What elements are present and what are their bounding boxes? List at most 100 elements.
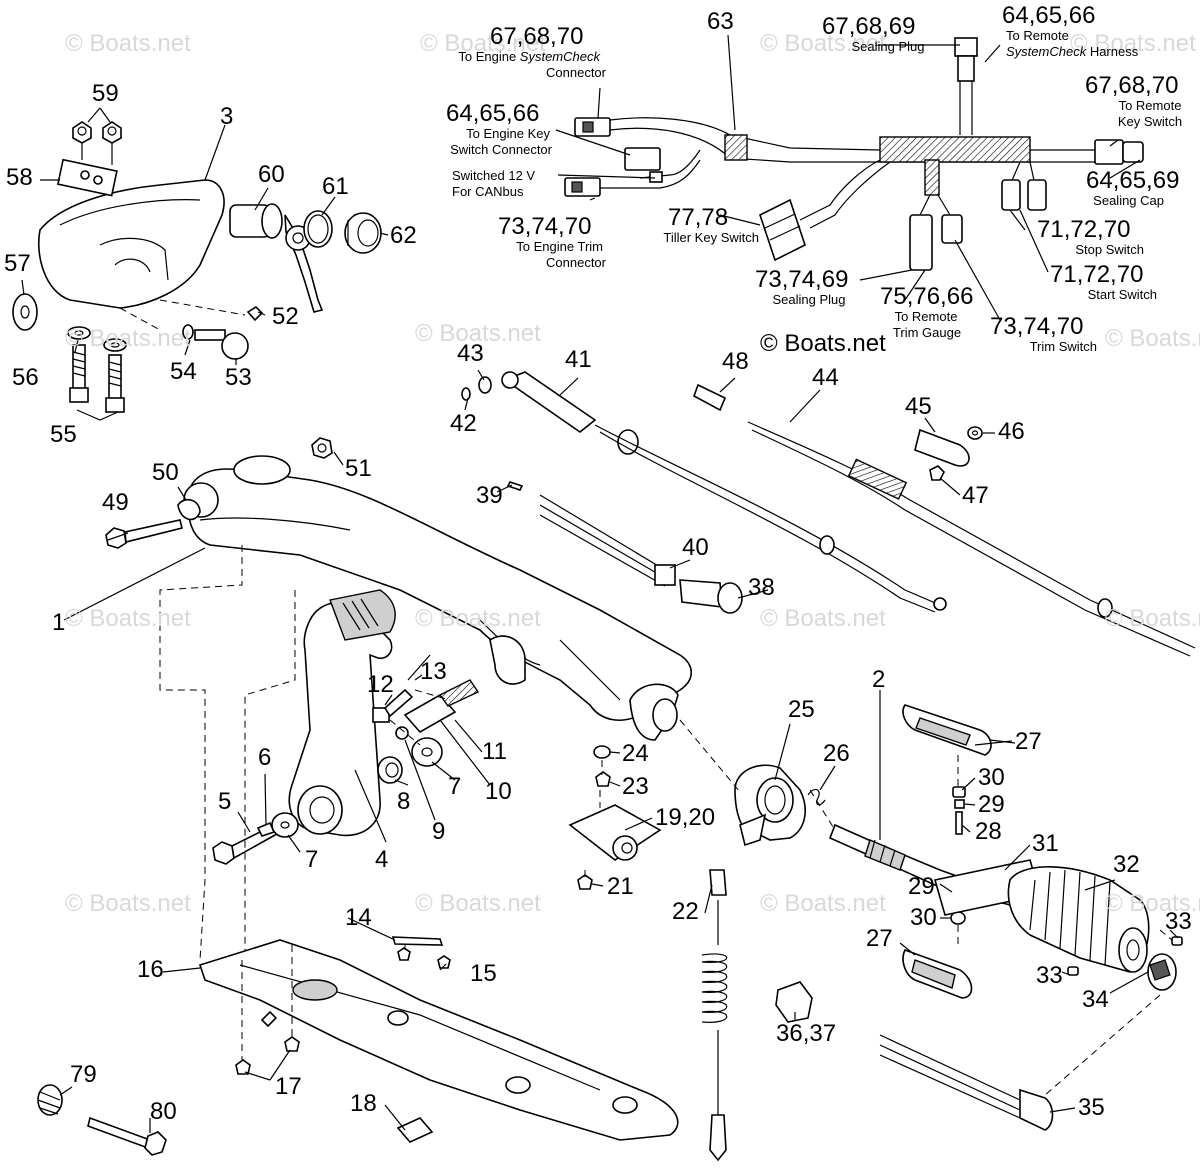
housing-part-25 [734, 764, 806, 847]
screw-part-47 [929, 465, 945, 481]
callout-caption: For CANbus [452, 184, 524, 199]
callout-number: 67,68,70 [490, 23, 584, 50]
callout-caption: Trim Gauge [892, 325, 962, 340]
part-number-34: 34 [1082, 986, 1109, 1013]
part-number-61: 61 [322, 173, 349, 200]
part-number-33a: 33 [1165, 908, 1192, 935]
connector-engine-systemcheck [574, 117, 611, 137]
callout-caption: Start Switch [1087, 287, 1157, 302]
callout-stop-switch: 71,72,70 Stop Switch [1037, 218, 1147, 258]
connector-engine-key [624, 147, 661, 171]
part-number-32: 32 [1113, 851, 1140, 878]
watermark: © Boats.net [1105, 325, 1200, 352]
callout-number: 67,68,69 [822, 13, 916, 40]
callout-caption: Sealing Plug [851, 39, 925, 54]
part-number-3: 3 [220, 103, 234, 130]
cover-part-27-top [902, 704, 992, 756]
part-number-22: 22 [672, 898, 699, 925]
ball-part-9 [395, 726, 409, 740]
part-number-56: 56 [12, 364, 39, 391]
part-number-18: 18 [350, 1090, 377, 1117]
callout-caption: To Remote [894, 309, 958, 324]
part-number-2: 2 [872, 666, 886, 693]
clip-part-54 [182, 324, 194, 340]
connector-switched-12v [649, 171, 663, 183]
nut-part-62 [344, 212, 382, 254]
part-number-49: 49 [102, 489, 129, 516]
part-number-35: 35 [1078, 1094, 1105, 1121]
connectors-trim [909, 214, 963, 271]
callout-remote-trim-gauge: 75,76,66 To Remote Trim Gauge [880, 285, 995, 341]
callout-trim-switch: 73,74,70 Trim Switch [990, 315, 1105, 355]
callout-number: 73,74,70 [990, 313, 1084, 340]
part-number-41: 41 [565, 346, 592, 373]
wires-part-35 [879, 1034, 1054, 1131]
callout-caption: Sealing Plug [772, 292, 846, 307]
watermark: © Boats.net [415, 320, 541, 347]
part-number-60: 60 [258, 161, 285, 188]
screw-part-52 [246, 305, 264, 322]
callout-caption: Sealing Cap [1093, 193, 1164, 208]
part-number-30b: 30 [910, 904, 937, 931]
screws-part-55 [69, 344, 125, 413]
part-number-25: 25 [788, 696, 815, 723]
part-number-27b: 27 [866, 925, 893, 952]
callout-number: 73,74,70 [498, 213, 592, 240]
watermark: © Boats.net [65, 325, 191, 352]
part-number-58: 58 [6, 164, 33, 191]
watermark: © Boats.net [1105, 890, 1200, 917]
part-number-59: 59 [92, 80, 119, 107]
callout-engine-key-switch: 64,65,66 To Engine Key Switch Connector [440, 102, 555, 158]
part-number-54: 54 [170, 358, 197, 385]
spring-part-29-top [954, 799, 965, 809]
callout-number: 75,76,66 [880, 283, 974, 310]
callout-number: 71,72,70 [1037, 216, 1131, 243]
callout-number: 64,65,66 [1002, 2, 1096, 29]
caption-text: Harness [1086, 44, 1139, 59]
callout-number: 64,65,69 [1086, 167, 1180, 194]
part-number-19-20: 19,20 [655, 804, 716, 831]
grip-part-32 [1007, 866, 1150, 973]
callout-sealing-cap: 64,65,69 Sealing Cap [1086, 169, 1196, 209]
o-ring-part-61 [303, 210, 333, 248]
callout-caption: Key Switch [1117, 114, 1183, 129]
watermark: © Boats.net [1105, 605, 1200, 632]
watermark: © Boats.net [65, 30, 191, 57]
part-number-15: 15 [470, 960, 497, 987]
part-number-27a: 27 [1015, 728, 1042, 755]
callout-caption: To Remote [1006, 28, 1069, 43]
part-number-36-37: 36,37 [776, 1020, 837, 1047]
spring-part-79 [37, 1084, 63, 1116]
callout-caption: Connector [546, 65, 606, 80]
part-number-17: 17 [275, 1073, 302, 1100]
connector-engine-trim [564, 177, 601, 197]
part-number-46: 46 [998, 418, 1025, 445]
callout-caption: Switch Connector [450, 142, 552, 157]
spring-part-26 [807, 788, 826, 806]
part-number-29b: 29 [908, 873, 935, 900]
callout-remote-systemcheck: 64,65,66 To Remote SystemCheck Harness [1002, 4, 1192, 60]
part-number-13: 13 [420, 658, 447, 685]
wiring-harness-part-63 [589, 80, 1100, 229]
watermark: © Boats.net [1070, 30, 1196, 57]
part-number-30a: 30 [978, 764, 1005, 791]
part-number-40: 40 [682, 534, 709, 561]
shift-lever-part-4 [288, 589, 396, 837]
end-cap-part-34 [1147, 953, 1177, 991]
copyright-label: © Boats.net [760, 330, 886, 357]
callout-caption: To Engine Key [466, 126, 550, 141]
part-number-28: 28 [975, 818, 1002, 845]
callout-sealing-plug-top: 67,68,69 Sealing Plug [822, 15, 937, 55]
wire-part-40 [539, 494, 676, 587]
callout-engine-trim: 73,74,70 To Engine Trim Connector [498, 215, 608, 271]
part-number-6: 6 [258, 744, 272, 771]
nut-part-51 [311, 437, 333, 459]
callout-start-switch: 71,72,70 Start Switch [1050, 263, 1160, 303]
sealing-plug-top [954, 37, 978, 82]
part-number-5: 5 [218, 788, 232, 815]
ignition-switch-part-60 [229, 203, 324, 313]
caption-italic: SystemCheck [519, 49, 600, 64]
screws-part-15 [397, 947, 451, 969]
callout-number: 64,65,66 [446, 100, 540, 127]
